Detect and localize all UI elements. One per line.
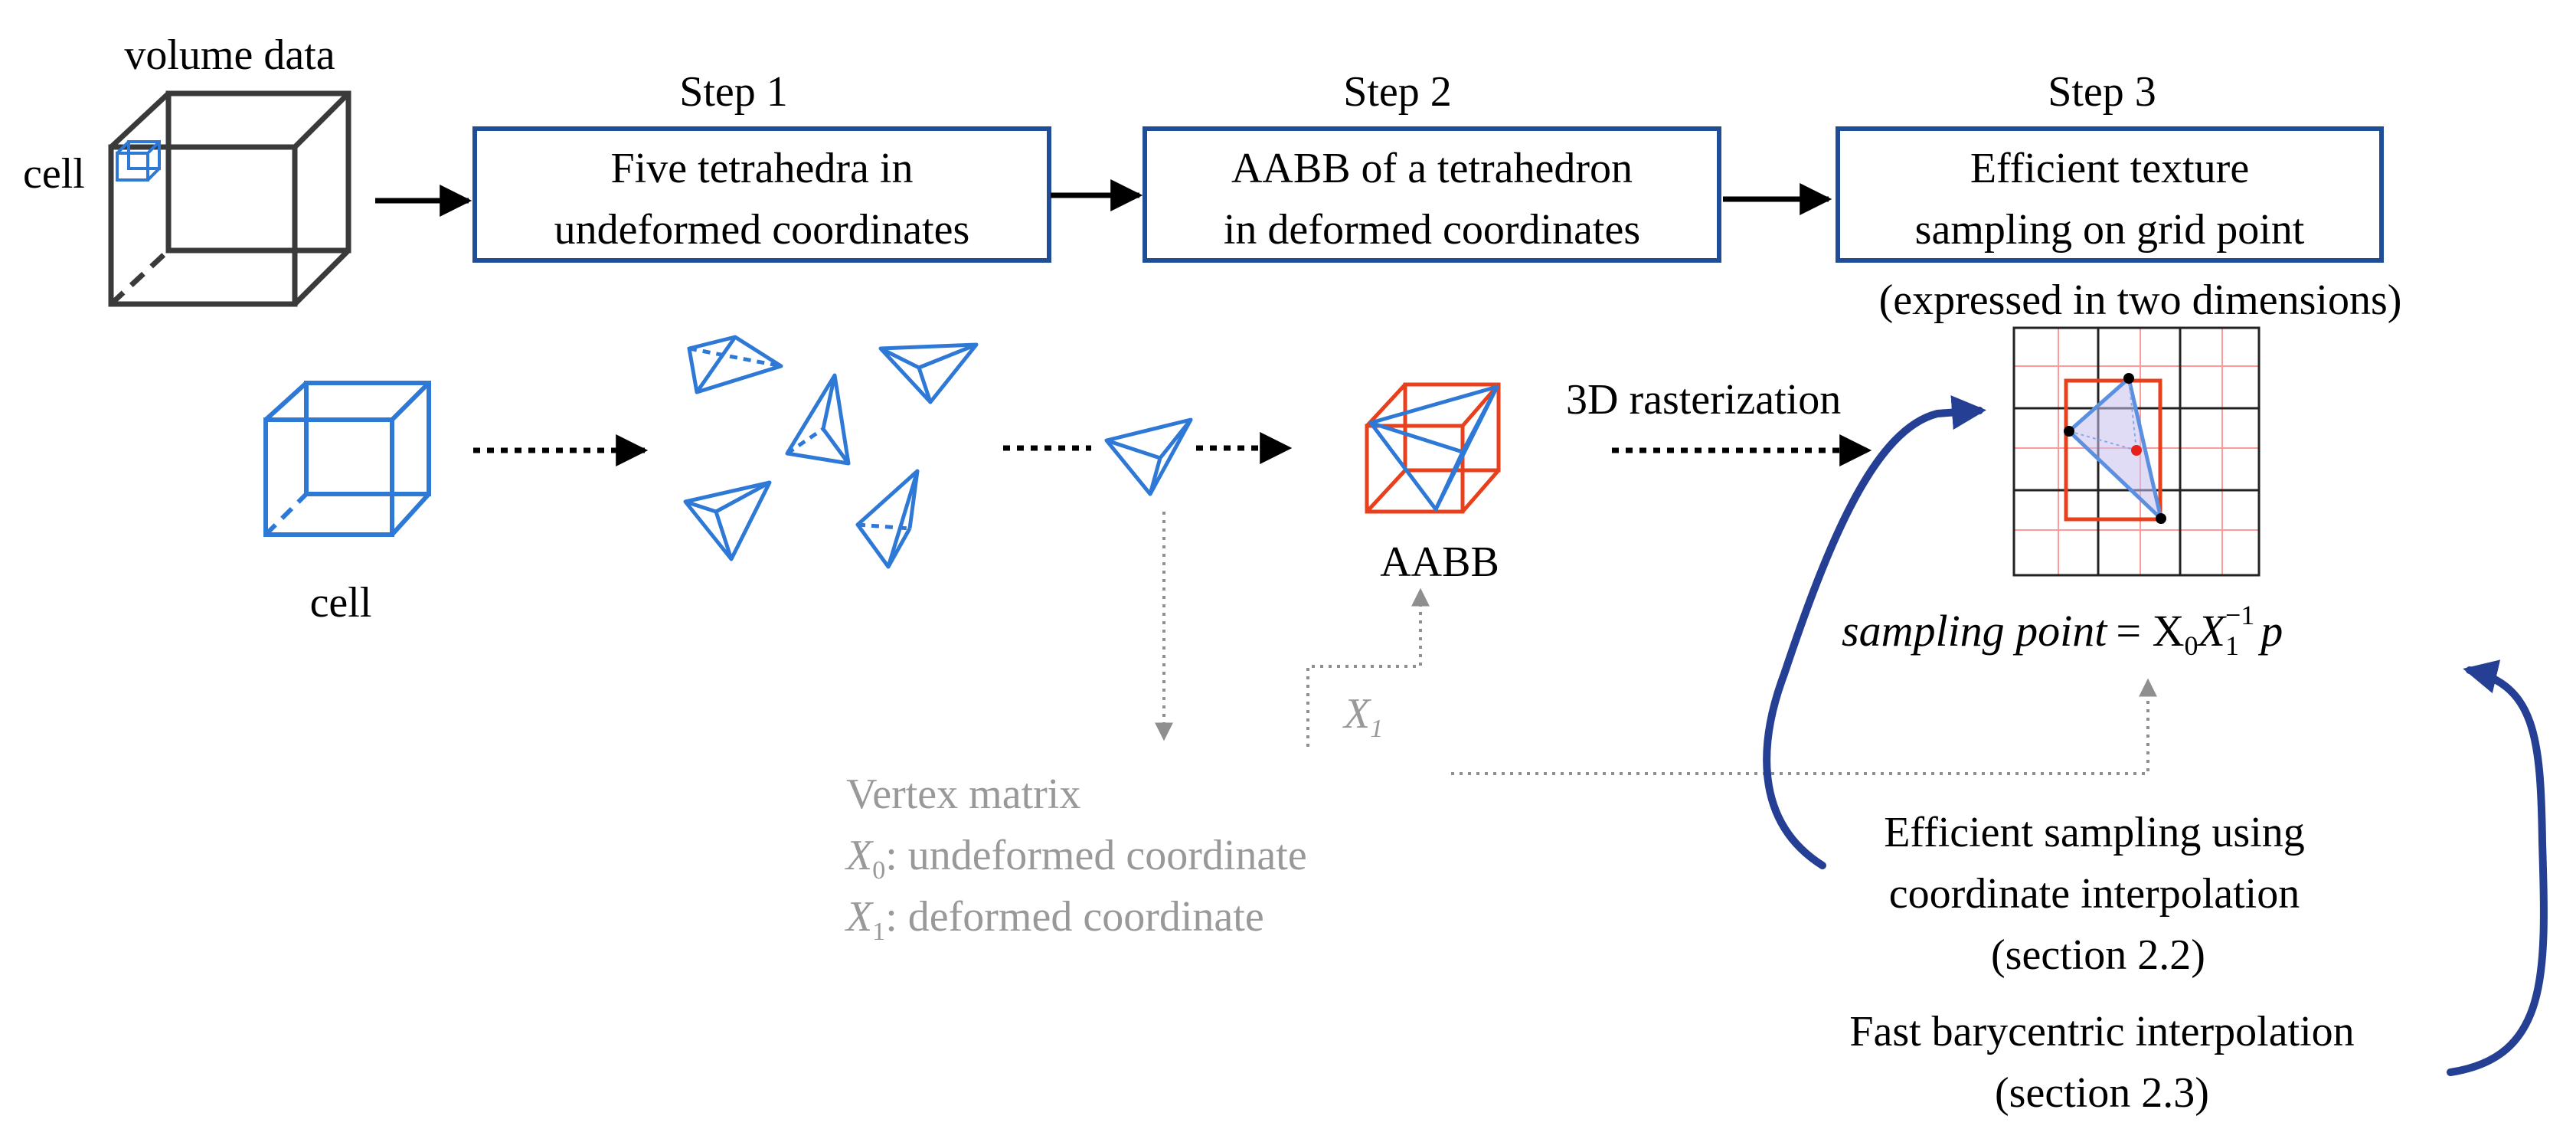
curved-arrow-section22 (1763, 395, 1986, 869)
tetrahedron-icon (855, 469, 920, 569)
step-2-title: Step 2 (1343, 68, 1452, 116)
step-3-title: Step 3 (2048, 68, 2156, 116)
x1-label: X1 (1342, 690, 1383, 743)
tetrahedra-group-icon (683, 335, 979, 569)
step-3-line2: sampling on grid point (1915, 206, 2305, 254)
formula-p: p (2257, 606, 2283, 656)
grey-connectors (1155, 512, 2157, 775)
vertex-matrix-x0: X0: undeformed coordinate (845, 832, 1307, 885)
single-tetrahedron-icon (1104, 417, 1193, 496)
formula-eq: = X (2116, 606, 2184, 656)
aabb-label: AABB (1380, 538, 1499, 586)
tetrahedron-icon (687, 335, 783, 394)
formula-sup: −1 (2225, 600, 2254, 630)
cell-cube-icon (263, 381, 431, 537)
step-2-box (1143, 126, 1721, 263)
formula-lhs: sampling point (1842, 606, 2108, 656)
sampling-grid-icon (2012, 326, 2261, 577)
volume-data-label: volume data (124, 31, 335, 79)
cell-bottom-label: cell (310, 579, 372, 627)
curved-arrow-section23 (2447, 659, 2548, 1076)
x0-text: : undeformed coordinate (885, 832, 1306, 879)
step-1: Step 1 Five tetrahedra in undeformed coo… (472, 68, 1051, 263)
formula-sub1: 1 (2225, 630, 2239, 661)
section23-line1: Fast barycentric interpolation (1849, 1008, 2354, 1055)
x1-sub: 1 (872, 918, 885, 946)
x0-sub: 0 (872, 856, 885, 885)
step-1-title: Step 1 (679, 68, 788, 116)
step-2-line2: in deformed coordinates (1224, 206, 1640, 254)
section23-line2: (section 2.3) (1995, 1069, 2209, 1117)
aabb-box-icon (1365, 382, 1501, 514)
section-notes: Efficient sampling using coordinate inte… (1849, 809, 2354, 1117)
section22-line1: Efficient sampling using (1884, 809, 2305, 856)
tetrahedron-icon (785, 373, 851, 466)
tetrahedron-icon (683, 480, 772, 561)
tetrahedron-icon (878, 342, 979, 404)
step-2: Step 2 AABB of a tetrahedron in deformed… (1143, 68, 1721, 263)
cell-small-label: cell (23, 150, 85, 198)
volume-data-cube-icon: volume data cell (23, 31, 351, 307)
step-3: Step 3 Efficient texture sampling on gri… (1836, 68, 2384, 263)
vertex-matrix-x1: X1: deformed coordinate (845, 893, 1264, 946)
section22-line2: coordinate interpolation (1889, 870, 2300, 918)
step-1-box (472, 126, 1051, 263)
x1-label-x: X (1342, 690, 1372, 738)
step-3-line1: Efficient texture (1970, 145, 2249, 192)
section22-line3: (section 2.2) (1991, 931, 2205, 979)
step-2-line1: AABB of a tetrahedron (1231, 145, 1633, 192)
vertex-matrix: Vertex matrix X0: undeformed coordinate … (845, 771, 1307, 946)
step-1-line2: undeformed coordinates (554, 206, 970, 254)
step-1-line1: Five tetrahedra in (611, 145, 914, 192)
expressed-label: (expressed in two dimensions) (1879, 277, 2402, 324)
formula-sub0: 0 (2185, 630, 2198, 661)
step-3-box (1836, 126, 2384, 263)
formula-x1: X (2197, 606, 2228, 656)
x1-label-sub: 1 (1370, 715, 1383, 743)
vertex-matrix-title: Vertex matrix (846, 771, 1080, 818)
x1-text: : deformed coordinate (885, 893, 1263, 941)
rasterization-label: 3D rasterization (1566, 376, 1841, 424)
